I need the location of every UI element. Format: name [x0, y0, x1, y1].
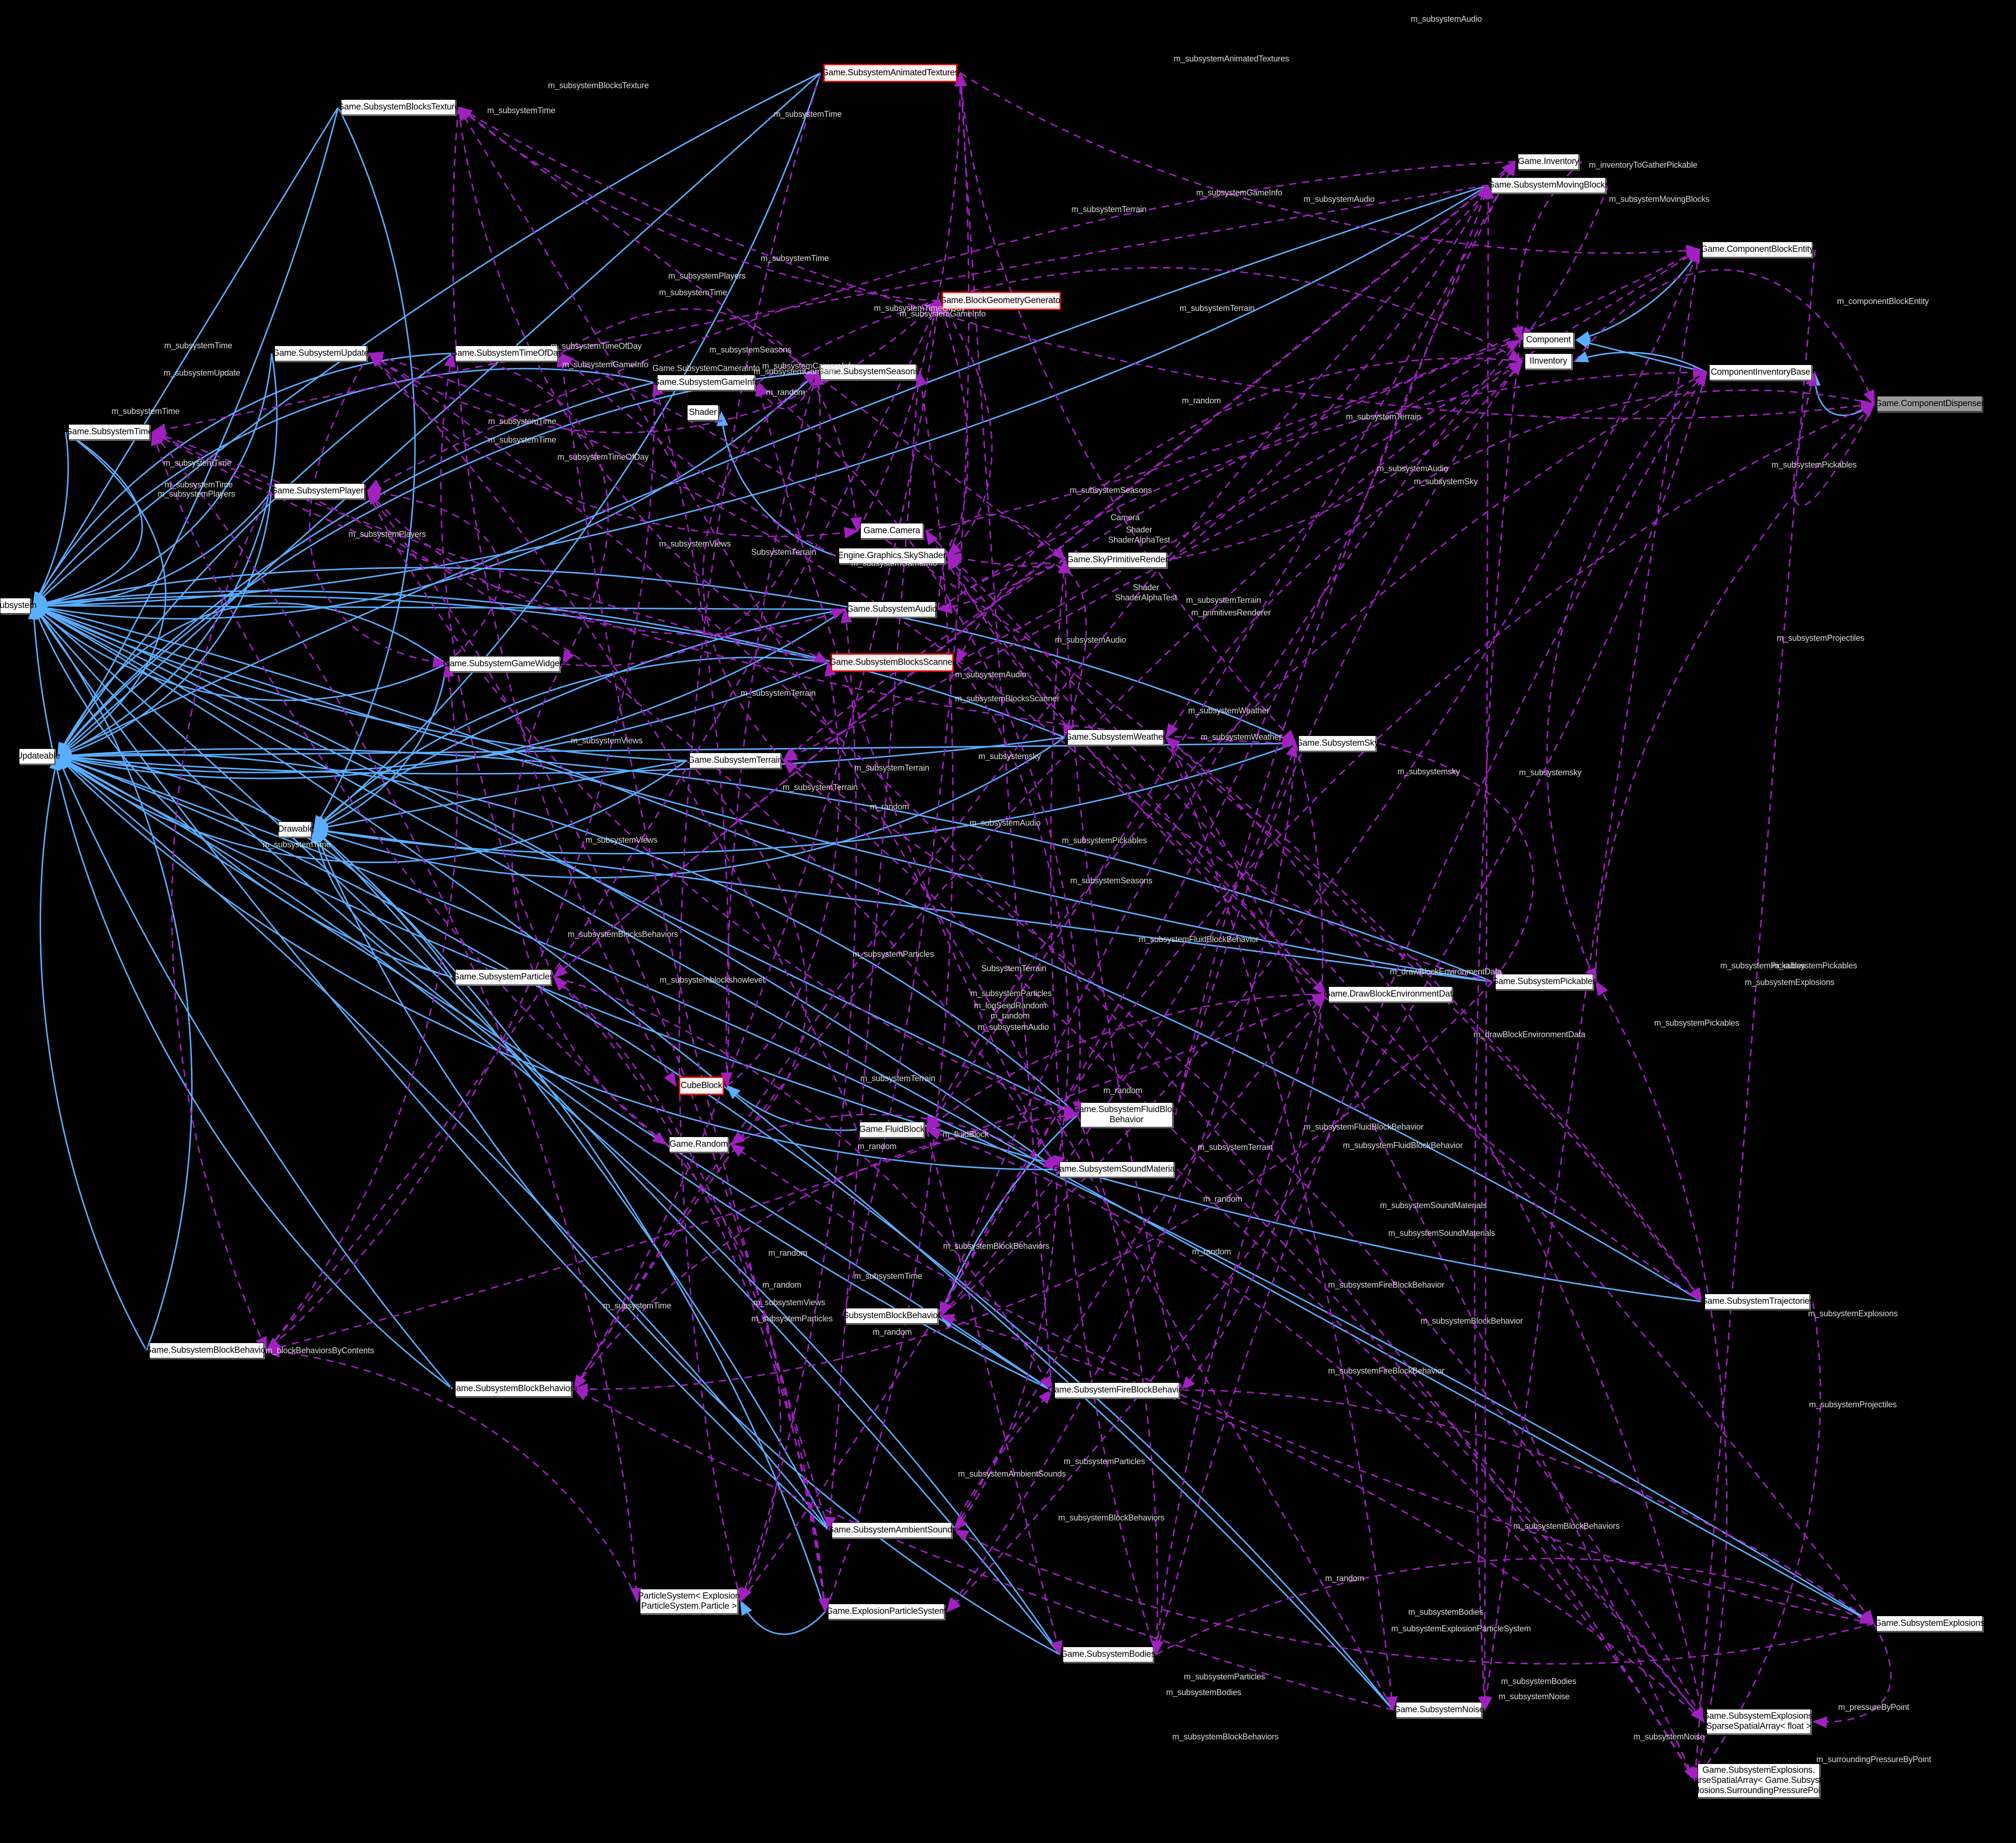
class-node[interactable]: Game.SubsystemBlocksTexture — [337, 99, 459, 115]
class-node[interactable]: ComponentInventoryBase — [1709, 365, 1812, 380]
class-node[interactable]: SubsystemBlockBehavior — [843, 1308, 941, 1324]
class-node[interactable]: Game.SubsystemUpdate — [273, 346, 369, 361]
class-node[interactable]: Game.SubsystemParticles — [452, 969, 554, 985]
class-node[interactable]: Game.SubsystemExplosions. SparseSpatialA… — [1683, 1764, 1835, 1798]
class-node[interactable]: Game.ComponentBlockEntity — [1701, 242, 1814, 257]
class-node[interactable]: Game.SubsystemTrajectories — [1701, 1294, 1814, 1309]
class-node[interactable]: Game.SubsystemSky — [1296, 736, 1379, 751]
class-node[interactable]: Game.SubsystemSoundMaterials — [1053, 1162, 1181, 1177]
class-node[interactable]: Game.SubsystemFireBlockBehavior — [1048, 1382, 1186, 1398]
class-node[interactable]: Game.ExplosionParticleSystem — [826, 1604, 946, 1619]
class-node[interactable]: IInventory — [1525, 353, 1572, 369]
class-node[interactable]: Game.SubsystemBlocksScanner — [829, 653, 955, 672]
class-node[interactable]: Game.SubsystemGameInfo — [653, 375, 759, 390]
class-node[interactable]: Game.SubsystemFluidBlock Behavior — [1072, 1102, 1181, 1127]
class-node[interactable]: Subsystem — [0, 598, 37, 614]
class-node[interactable]: Game.SubsystemTimeOfDay — [451, 346, 562, 361]
class-node[interactable]: Game.SubsystemMovingBlocks — [1488, 177, 1609, 193]
class-node[interactable]: Game.SubsystemPlayers — [271, 483, 368, 499]
class-node[interactable]: Game.SubsystemExplosions — [1875, 1616, 1985, 1631]
class-node[interactable]: Game.SubsystemTerrain — [688, 753, 783, 768]
class-node[interactable]: ParticleSystem< Explosion ParticleSystem… — [638, 1589, 740, 1614]
class-node[interactable]: Game.Inventory — [1518, 154, 1579, 170]
class-node[interactable]: Game.SubsystemAudio — [847, 602, 937, 617]
class-node[interactable]: Game.Camera — [860, 523, 923, 539]
class-node[interactable]: Game.DrawBlockEnvironmentData — [1324, 986, 1457, 1002]
class-node[interactable]: Game.SubsystemBodies — [1060, 1647, 1156, 1662]
class-node[interactable]: Game.SubsystemTime — [66, 424, 153, 440]
class-node[interactable]: Game.SubsystemNoise — [1394, 1702, 1484, 1718]
class-node[interactable]: Game.FluidBlock — [859, 1122, 925, 1137]
class-node[interactable]: Game.SubsystemAmbientSounds — [827, 1522, 956, 1538]
class-node[interactable]: Component — [1523, 332, 1574, 348]
class-node[interactable]: Shader — [687, 405, 719, 420]
class-node[interactable]: Game.SubsystemWeather — [1065, 730, 1166, 745]
class-node[interactable]: CubeBlock — [679, 1077, 724, 1095]
class-node[interactable]: Game.SubsystemPickables — [1492, 974, 1597, 990]
class-node[interactable]: Game.SubsystemGameWidgets — [443, 656, 566, 672]
class-node[interactable]: Game.ComponentDispenser — [1875, 396, 1984, 412]
class-node[interactable]: Game.SubsystemSeasons — [817, 364, 920, 380]
class-node[interactable]: Game.BlockGeometryGenerator — [939, 292, 1063, 310]
class-node[interactable]: Game.SubsystemExplosions. SparseSpatialA… — [1702, 1709, 1815, 1734]
class-node[interactable]: Game.SubsystemAnimatedTextures — [822, 64, 959, 82]
class-node[interactable]: Game.SubsystemBlockBehavior — [145, 1343, 268, 1358]
class-node[interactable]: Game.Random — [669, 1137, 728, 1152]
class-node[interactable]: IDrawable — [275, 821, 314, 837]
class-node[interactable]: Engine.Graphics.SkyShader — [838, 548, 946, 564]
class-node[interactable]: Game.SubsystemBlockBehaviors — [450, 1381, 577, 1397]
class-node[interactable]: Game.SkyPrimitiveRender — [1066, 552, 1168, 568]
class-node[interactable]: IUpdateable — [14, 748, 60, 764]
